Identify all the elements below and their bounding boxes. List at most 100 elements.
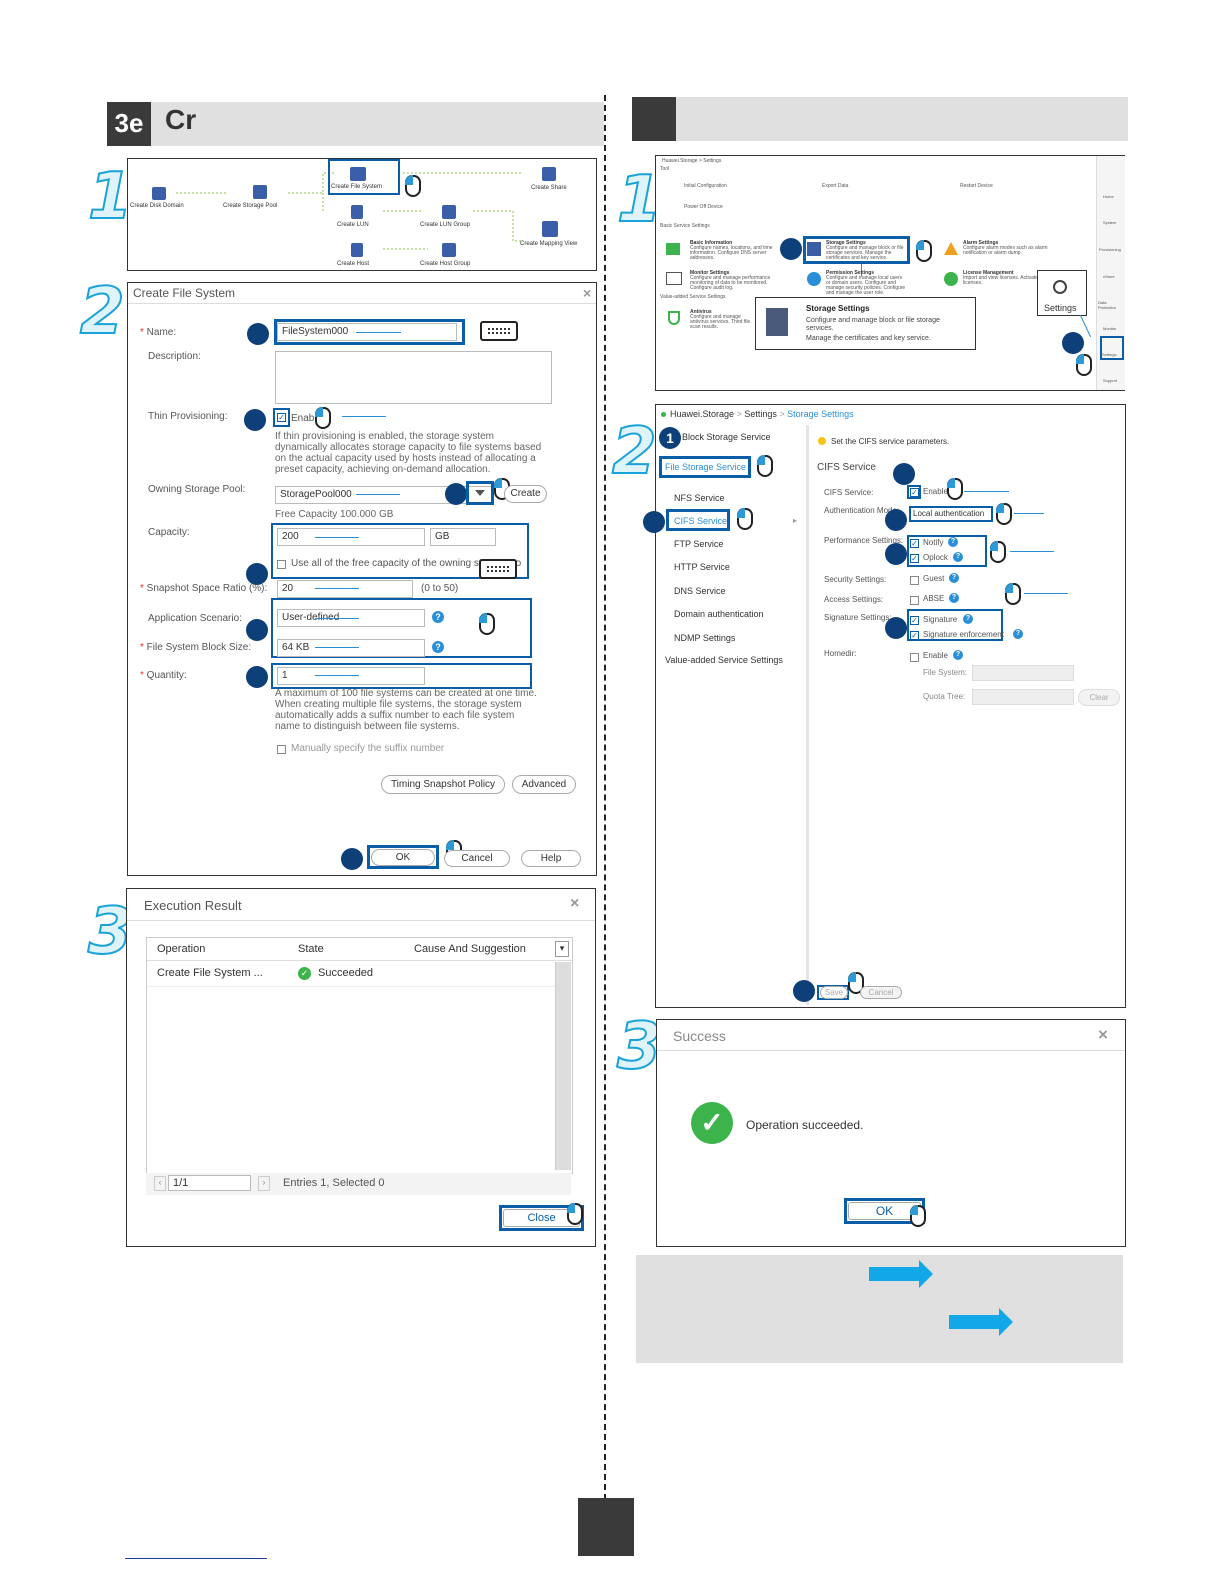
rail-vstore[interactable]: vStore xyxy=(1103,274,1115,279)
breadcrumb-item[interactable]: Settings xyxy=(744,409,777,419)
tool-initial-config[interactable]: Initial Configuration xyxy=(684,183,727,189)
file-system-input[interactable] xyxy=(972,665,1074,681)
mapping-view-icon xyxy=(542,221,558,237)
cancel-button[interactable]: Cancel xyxy=(860,986,902,999)
callout-line xyxy=(356,332,401,333)
timing-snapshot-button[interactable]: Timing Snapshot Policy xyxy=(381,775,505,794)
column-menu-icon[interactable]: ▾ xyxy=(555,941,569,957)
column-header[interactable]: Cause And Suggestion xyxy=(414,943,526,955)
homedir-checkbox[interactable] xyxy=(910,653,919,662)
scrollbar[interactable] xyxy=(555,962,571,1170)
nav-http[interactable]: HTTP Service xyxy=(674,562,730,572)
notify-checkbox[interactable]: ✓ xyxy=(910,539,919,548)
capacity-unit-select[interactable]: GB xyxy=(430,528,496,546)
signature-checkbox[interactable]: ✓ xyxy=(910,616,919,625)
signature-enf-checkbox[interactable]: ✓ xyxy=(910,631,919,640)
cifs-panel: Huawei.Storage > Settings > Storage Sett… xyxy=(643,404,1126,1008)
quantity-input[interactable]: 1 xyxy=(277,667,425,685)
tool-restart-device[interactable]: Restart Device xyxy=(960,183,993,189)
ok-button[interactable]: OK xyxy=(848,1202,921,1220)
host-group-icon xyxy=(442,243,456,257)
settings-zoom-box[interactable]: Settings xyxy=(1037,270,1087,316)
nav-dns[interactable]: DNS Service xyxy=(674,586,726,596)
rail-system[interactable]: System xyxy=(1103,220,1117,225)
nav-ftp[interactable]: FTP Service xyxy=(674,539,724,549)
cifs-enable-checkbox[interactable]: ✓ xyxy=(910,488,919,497)
help-icon[interactable]: ? xyxy=(953,552,963,562)
cifs-enable-label: Enable xyxy=(923,487,948,496)
help-icon[interactable]: ? xyxy=(432,641,444,653)
block-size-select[interactable]: 64 KB xyxy=(277,639,425,657)
breadcrumb-item[interactable]: Storage Settings xyxy=(787,409,854,419)
help-icon[interactable]: ? xyxy=(953,650,963,660)
rail-provisioning[interactable]: Provisioning xyxy=(1099,247,1121,252)
prev-page-button[interactable]: ‹ xyxy=(154,1176,166,1191)
callout-dot xyxy=(341,848,363,870)
chevron-down-icon[interactable] xyxy=(475,490,485,496)
use-all-checkbox[interactable] xyxy=(277,560,286,569)
save-button[interactable]: Save xyxy=(820,986,848,999)
snapshot-input[interactable]: 20 xyxy=(277,580,413,598)
success-check-icon: ✓ xyxy=(691,1102,733,1144)
help-icon[interactable]: ? xyxy=(1013,629,1023,639)
description-textarea[interactable] xyxy=(275,351,552,404)
nav-domain-auth[interactable]: Domain authentication xyxy=(674,609,764,619)
close-icon[interactable]: × xyxy=(583,285,592,301)
settings-label: Settings xyxy=(1044,303,1077,313)
thin-checkbox[interactable]: ✓ xyxy=(277,413,286,422)
help-icon[interactable]: ? xyxy=(948,537,958,547)
quota-tree-input[interactable] xyxy=(972,689,1074,705)
nav-file-storage[interactable]: File Storage Service xyxy=(665,462,747,472)
pagination-bar: ‹ 1/1 › Entries 1, Selected 0 xyxy=(146,1173,571,1195)
note-box xyxy=(636,1255,1123,1363)
auth-mode-select[interactable]: Local authentication xyxy=(913,509,985,518)
help-icon[interactable]: ? xyxy=(949,573,959,583)
column-header[interactable]: State xyxy=(298,943,324,955)
rail-settings[interactable]: Settings xyxy=(1102,352,1117,357)
help-icon[interactable]: ? xyxy=(432,611,444,623)
nav-nfs[interactable]: NFS Service xyxy=(674,493,725,503)
nav-cifs[interactable]: CIFS Service xyxy=(674,516,728,526)
guest-checkbox[interactable] xyxy=(910,576,919,585)
column-header[interactable]: Operation xyxy=(157,943,206,955)
rail-data-protection[interactable]: Data Protection xyxy=(1098,300,1117,310)
breadcrumb-item[interactable]: Huawei.Storage xyxy=(670,409,735,419)
close-icon[interactable]: × xyxy=(1098,1025,1108,1044)
next-page-button[interactable]: › xyxy=(258,1176,270,1191)
table-header: Operation State Cause And Suggestion ▾ xyxy=(147,938,572,961)
thin-highlight xyxy=(273,408,290,427)
oplock-checkbox[interactable]: ✓ xyxy=(910,554,919,563)
center-divider xyxy=(604,95,606,1500)
ok-button[interactable]: OK xyxy=(371,849,435,866)
callout-dot xyxy=(244,409,266,431)
abse-checkbox[interactable] xyxy=(910,596,919,605)
nav-block-storage[interactable]: Block Storage Service xyxy=(682,432,771,442)
page-select[interactable]: 1/1 xyxy=(168,1175,251,1191)
dialog-title: Success xyxy=(673,1028,726,1044)
item-title: Antivirus xyxy=(690,309,712,315)
node-create-file-system[interactable]: Create File System xyxy=(328,159,400,195)
help-icon[interactable]: ? xyxy=(949,593,959,603)
close-button[interactable]: Close xyxy=(503,1209,580,1227)
use-all-label: Use all of the free capacity of the owni… xyxy=(291,558,522,569)
table-row[interactable]: Create File System ... ✓ Succeeded xyxy=(147,962,555,987)
mouse-click-icon xyxy=(1076,354,1092,376)
help-icon[interactable]: ? xyxy=(963,614,973,624)
callout-dot xyxy=(893,463,915,485)
advanced-button[interactable]: Advanced xyxy=(512,775,576,794)
cancel-button[interactable]: Cancel xyxy=(444,850,510,867)
callout-line xyxy=(342,416,386,417)
suffix-checkbox[interactable] xyxy=(277,745,286,754)
nav-ndmp[interactable]: NDMP Settings xyxy=(674,633,736,643)
nav-value-added[interactable]: Value-added Service Settings xyxy=(665,655,783,665)
close-icon[interactable]: × xyxy=(570,895,580,912)
clear-button[interactable]: Clear xyxy=(1078,689,1120,706)
mouse-click-icon xyxy=(757,455,773,477)
tool-export-data[interactable]: Export Data xyxy=(822,183,849,189)
tool-power-off[interactable]: Power Off Device xyxy=(684,204,723,210)
help-button[interactable]: Help xyxy=(521,850,581,867)
rail-support[interactable]: Support xyxy=(1103,378,1118,383)
rail-home[interactable]: Home xyxy=(1103,194,1114,199)
pool-create-button[interactable]: Create xyxy=(504,485,547,503)
rail-monitor[interactable]: Monitor xyxy=(1103,326,1117,331)
